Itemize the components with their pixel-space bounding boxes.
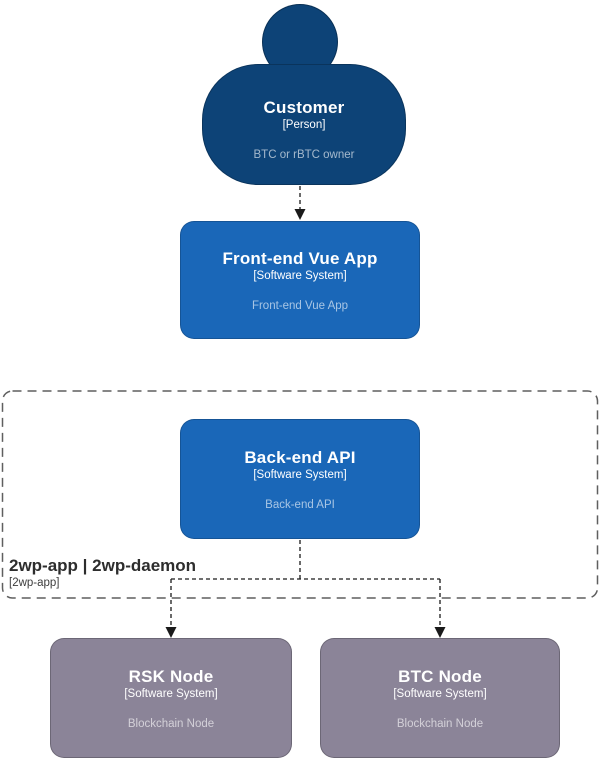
arrowhead-rsk [165,627,177,638]
edge-backend-nodes [170,540,441,627]
node-subtitle: [Software System] [253,269,347,282]
node-title: Customer [263,98,345,117]
group-title: 2wp-app | 2wp-daemon [9,556,197,575]
group-subtitle: [2wp-app] [9,577,60,589]
node-subtitle: [Person] [282,119,326,131]
node-backend-api: Back-end API [Software System] Back-end … [180,419,420,539]
node-description: Front-end Vue App [251,299,349,312]
node-description: Blockchain Node [127,717,215,730]
group-boundary [1,390,599,599]
node-title: Front-end Vue App [222,248,378,268]
node-subtitle: [Software System] [124,687,218,700]
node-frontend-vue-app: Front-end Vue App [Software System] Fron… [180,221,420,339]
arrowhead-frontend [294,209,306,220]
group-2wp-app-label: 2wp-app | 2wp-daemon [2wp-app] [9,556,196,591]
node-description: BTC or rBTC owner [253,149,355,161]
node-customer: Customer [Person] BTC or rBTC owner [202,64,406,185]
node-title: RSK Node [128,666,214,686]
node-title: BTC Node [398,666,482,686]
node-description: Back-end API [265,498,335,511]
node-title: Back-end API [244,447,356,467]
node-subtitle: [Software System] [393,687,487,700]
node-description: Blockchain Node [396,717,484,730]
node-subtitle: [Software System] [253,468,347,481]
node-btc-node: BTC Node [Software System] Blockchain No… [320,638,560,758]
arrowhead-btc [434,627,446,638]
node-rsk-node: RSK Node [Software System] Blockchain No… [50,638,292,758]
